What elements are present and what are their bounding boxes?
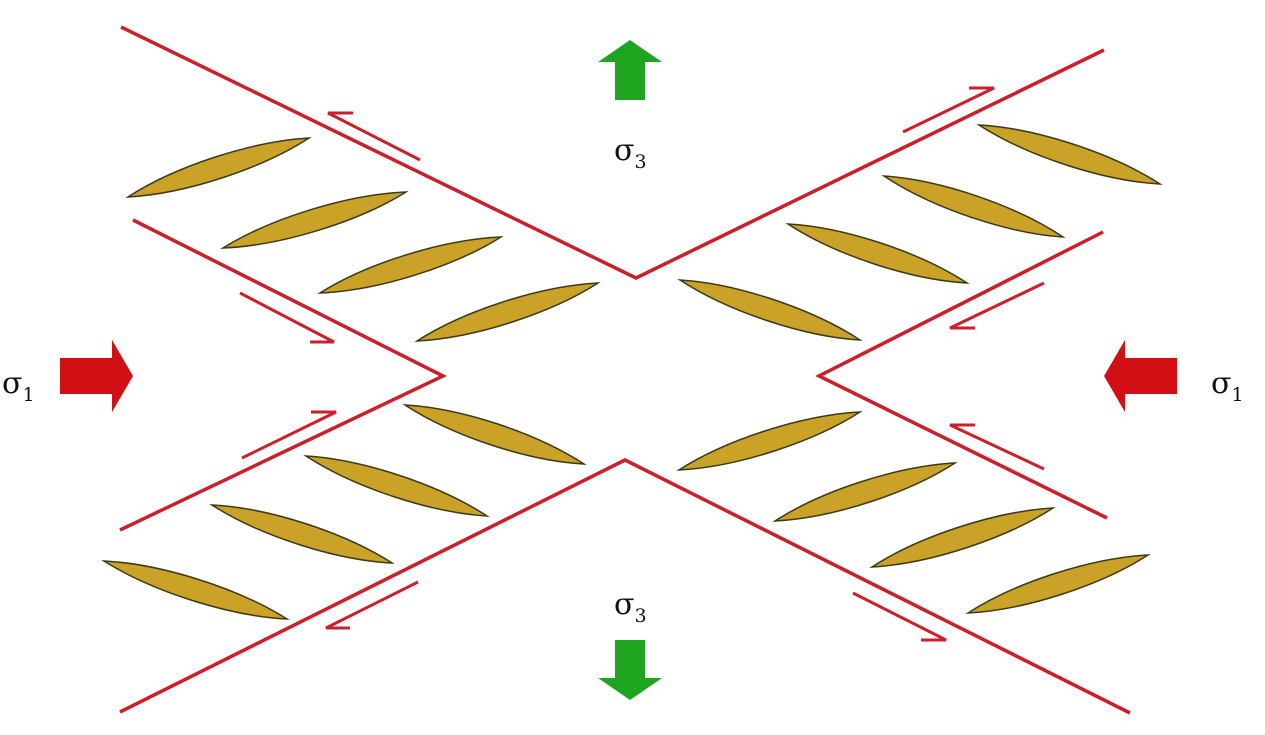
sigma3-top-arrow xyxy=(598,40,662,100)
fault-lines xyxy=(119,25,1131,715)
shear-arrow-top-left xyxy=(327,111,421,162)
shear-arrow-bottom-left xyxy=(325,580,419,630)
sigma1-right-arrow xyxy=(1104,340,1177,412)
lens-12 xyxy=(677,279,863,341)
shear-arrow-bottom-right xyxy=(852,591,947,642)
sigma1-right-label: σ1 xyxy=(1211,366,1244,406)
sigma1-right-symbol: σ xyxy=(1211,366,1231,401)
sigma1-left-symbol: σ xyxy=(2,366,22,401)
sigma3-bottom-subscript: 3 xyxy=(634,605,646,627)
sigma3-bottom-symbol: σ xyxy=(614,587,634,622)
shear-arrow-mid-left-lower xyxy=(241,410,337,460)
lens-6 xyxy=(209,504,395,564)
stress-labels: σ1 σ1 σ3 σ3 xyxy=(2,133,1244,627)
sigma3-top-symbol: σ xyxy=(614,133,634,168)
shear-arrow-top-right xyxy=(902,86,995,134)
lens-4 xyxy=(414,282,601,342)
sigma1-right-subscript: 1 xyxy=(1231,384,1243,406)
lens-8 xyxy=(402,404,587,465)
lens-16 xyxy=(965,554,1151,614)
stress-arrows xyxy=(60,40,1177,700)
fault-bottom-v xyxy=(119,458,1131,715)
lens-2 xyxy=(220,191,409,249)
sigma3-top-label: σ3 xyxy=(614,133,647,173)
lens-13 xyxy=(676,411,863,471)
sigma3-bottom-label: σ3 xyxy=(614,587,647,627)
shear-arrow-mid-right-upper xyxy=(949,281,1045,330)
sigma1-left-label: σ1 xyxy=(2,366,35,406)
fault-top-v xyxy=(120,25,1105,280)
lens-1 xyxy=(125,137,312,198)
fault-left-chevron xyxy=(119,218,447,532)
lens-group xyxy=(101,124,1163,620)
lens-10 xyxy=(881,175,1066,238)
lens-7 xyxy=(303,455,490,517)
lens-15 xyxy=(869,507,1056,568)
shear-arrow-mid-left-upper xyxy=(239,291,335,344)
fault-right-chevron xyxy=(815,230,1108,520)
lens-5 xyxy=(101,560,290,620)
lens-9 xyxy=(976,124,1163,185)
lens-3 xyxy=(317,236,504,294)
lens-14 xyxy=(772,462,958,522)
sigma3-bottom-arrow xyxy=(598,640,662,700)
lens-11 xyxy=(785,223,970,284)
shear-sense-arrows xyxy=(239,86,1045,642)
sigma1-left-subscript: 1 xyxy=(22,384,34,406)
shear-arrow-mid-right-lower xyxy=(949,423,1045,471)
sigma3-top-subscript: 3 xyxy=(634,151,646,173)
sigma1-left-arrow xyxy=(60,340,133,412)
